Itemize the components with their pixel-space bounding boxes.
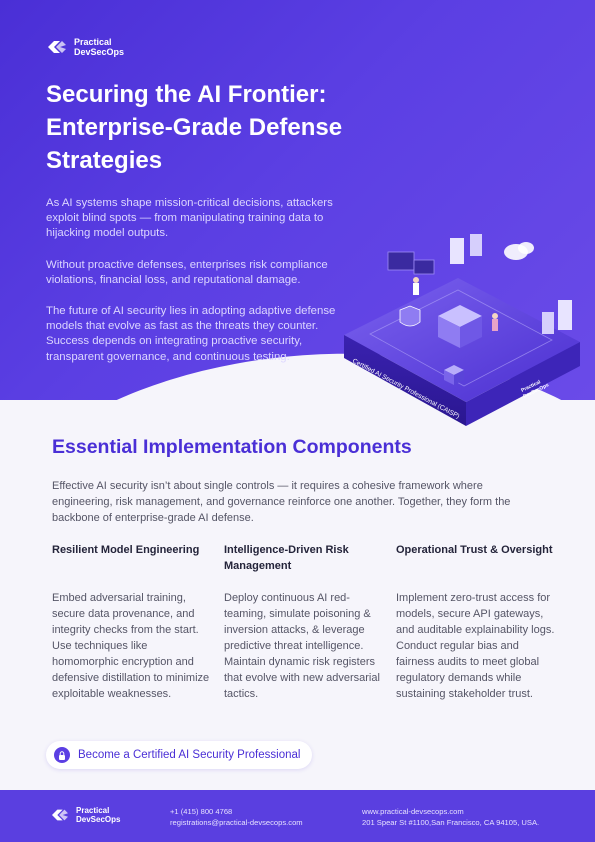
footer-location: www.practical-devsecops.com 201 Spear St… [362, 806, 539, 828]
lock-icon [54, 747, 70, 763]
section-lead: Effective AI security isn’t about single… [52, 480, 511, 524]
brand-logo-icon [48, 41, 66, 53]
component-column-1: Resilient Model Engineering Embed advers… [52, 542, 212, 702]
certification-cta-button[interactable]: Become a Certified AI Security Professio… [46, 741, 313, 769]
footer-phone[interactable]: +1 (415) 800 4768 [170, 807, 233, 816]
brand-line2: DevSecOps [74, 47, 125, 57]
footer-contact: +1 (415) 800 4768 registrations@practica… [170, 806, 303, 828]
certification-cta-label: Become a Certified AI Security Professio… [78, 749, 301, 761]
intro-paragraph-3: The future of AI security lies in adopti… [46, 305, 336, 363]
component-body-1: Embed adversarial training, secure data … [52, 592, 210, 700]
intro-paragraph-1: As AI systems shape mission-critical dec… [46, 197, 333, 240]
intro-paragraph-2: Without proactive defenses, enterprises … [46, 258, 328, 286]
footer-brand-line2: DevSecOps [76, 815, 121, 824]
component-heading-1: Resilient Model Engineering [52, 544, 200, 556]
component-heading-2: Intelligence-Driven Risk Management [224, 544, 349, 572]
component-column-2: Intelligence-Driven Risk Management Depl… [224, 542, 384, 702]
footer-brand-name: Practical DevSecOps [76, 806, 120, 824]
intro-text: As AI systems shape mission-critical dec… [46, 196, 346, 381]
component-body-3: Implement zero-trust access for models, … [396, 592, 555, 700]
footer-brand-line1: Practical [76, 806, 110, 815]
component-heading-3: Operational Trust & Oversight [396, 544, 553, 556]
isometric-platform-illustration: Certified AI Security Professional (CAIS… [344, 234, 580, 426]
page-title: Securing the AI Frontier: Enterprise-Gra… [46, 81, 343, 174]
component-column-3: Operational Trust & Oversight Implement … [396, 542, 556, 702]
footer-website[interactable]: www.practical-devsecops.com [362, 807, 464, 816]
footer-address: 201 Spear St #1100,San Francisco, CA 941… [362, 818, 540, 827]
footer-email[interactable]: registrations@practical-devsecops.com [170, 818, 303, 827]
section-title: Essential Implementation Components [52, 436, 412, 458]
footer-logo-icon [52, 809, 68, 821]
footer: Practical DevSecOps +1 (415) 800 4768 re… [0, 790, 595, 842]
component-body-2: Deploy continuous AI red-teaming, simula… [224, 592, 380, 700]
brand-line1: Practical [74, 37, 112, 47]
hero-banner: Practical DevSecOps Securing the AI Fron… [0, 0, 595, 400]
brand-name: Practical DevSecOps [74, 37, 124, 57]
footer-logo[interactable]: Practical DevSecOps [50, 806, 120, 824]
brand-logo[interactable]: Practical DevSecOps [46, 37, 124, 57]
